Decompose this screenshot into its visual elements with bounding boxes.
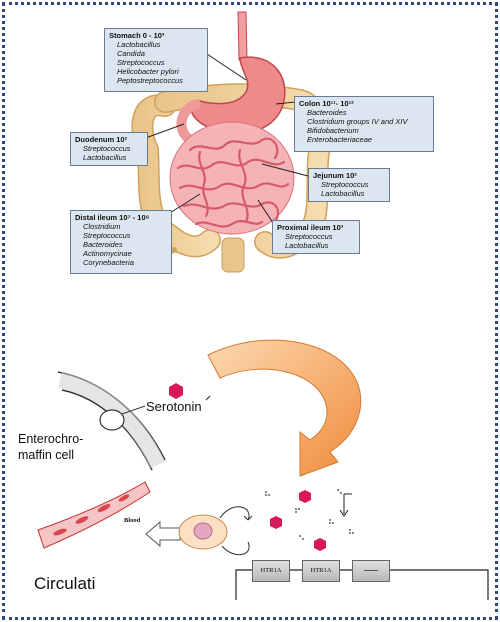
stomach-species-5: Peptostreptococcus: [117, 76, 183, 85]
colon-species-4: Enterobacteriaceae: [307, 135, 373, 144]
label-jejunum: Jejunum 10² Streptococcus Lactobacillus: [308, 168, 390, 202]
circulation-label: Circulati: [34, 574, 96, 593]
label-proximal-ileum: Proximal ileum 10³ Streptococcus Lactoba…: [272, 220, 360, 254]
duodenum: [176, 99, 201, 145]
esophagus: [237, 11, 248, 61]
jejunum-title: Jejunum 10²: [313, 171, 357, 180]
label-duodenum: Duodenum 10² Streptococcus Lactobacillus: [70, 132, 148, 166]
serotonin-molecules: [169, 383, 326, 551]
blood-arrow: [145, 520, 181, 548]
duodenum-title: Duodenum 10²: [75, 135, 128, 144]
colon-title: Colon 10¹¹- 10¹²: [299, 99, 354, 108]
stomach-species-1: Lactobacillus: [117, 40, 161, 49]
blood-vessel: [37, 481, 151, 549]
serotonin-label: Serotonin: [146, 399, 202, 414]
duodenum-species-1: Streptococcus: [83, 144, 131, 153]
small-intestine: [169, 121, 295, 235]
stomach-title: Stomach 0 - 10³: [109, 31, 165, 40]
distal-ileum-species-4: Actinomycinae: [83, 249, 132, 258]
label-colon: Colon 10¹¹- 10¹² Bacteroides Clostridium…: [294, 96, 434, 152]
gene-box-1: HTR1A: [252, 560, 290, 582]
gene-box-3-mark: [364, 570, 378, 571]
colon-species-3: Bifidobacterium: [307, 126, 359, 135]
distal-ileum-species-5: Corynebacteria: [83, 258, 134, 267]
enterochromaffin-label-1: Enterochro-: [18, 432, 84, 446]
enterochromaffin-cell: [99, 409, 125, 431]
stomach-species-4: Helicobacter pylori: [117, 67, 179, 76]
jejunum-species-2: Lactobacillus: [321, 189, 365, 198]
distal-ileum-title: Distal ileum 10⁷ - 10⁸: [75, 213, 150, 222]
distal-ileum-species-1: Clostridium: [83, 222, 121, 231]
distal-ileum-species-2: Streptococcus: [83, 231, 131, 240]
curved-arrow: [207, 339, 362, 477]
proximal-ileum-species-2: Lactobacillus: [285, 241, 329, 250]
blood-label: Blood: [124, 517, 141, 524]
distal-ileum-species-3: Bacteroides: [83, 240, 123, 249]
stomach-species-2: Candida: [117, 49, 145, 58]
jejunum-species-1: Streptococcus: [321, 180, 369, 189]
enterochromaffin-label-2: maffin cell: [18, 448, 75, 462]
label-stomach: Stomach 0 - 10³ Lactobacillus Candida St…: [104, 28, 208, 92]
proximal-ileum-title: Proximal ileum 10³: [277, 223, 344, 232]
gene-box-3: [352, 560, 390, 582]
colon-species-2: Clostridium groups IV and XIV: [307, 117, 408, 126]
colon-species-1: Bacteroides: [307, 108, 347, 117]
rectum: [221, 237, 245, 273]
duodenum-species-2: Lactobacillus: [83, 153, 127, 162]
gene-box-2: HTR1A: [302, 560, 340, 582]
stomach: [190, 56, 286, 135]
proximal-ileum-species-1: Streptococcus: [285, 232, 333, 241]
stomach-species-3: Streptococcus: [117, 58, 165, 67]
label-distal-ileum: Distal ileum 10⁷ - 10⁸ Clostridium Strep…: [70, 210, 172, 274]
